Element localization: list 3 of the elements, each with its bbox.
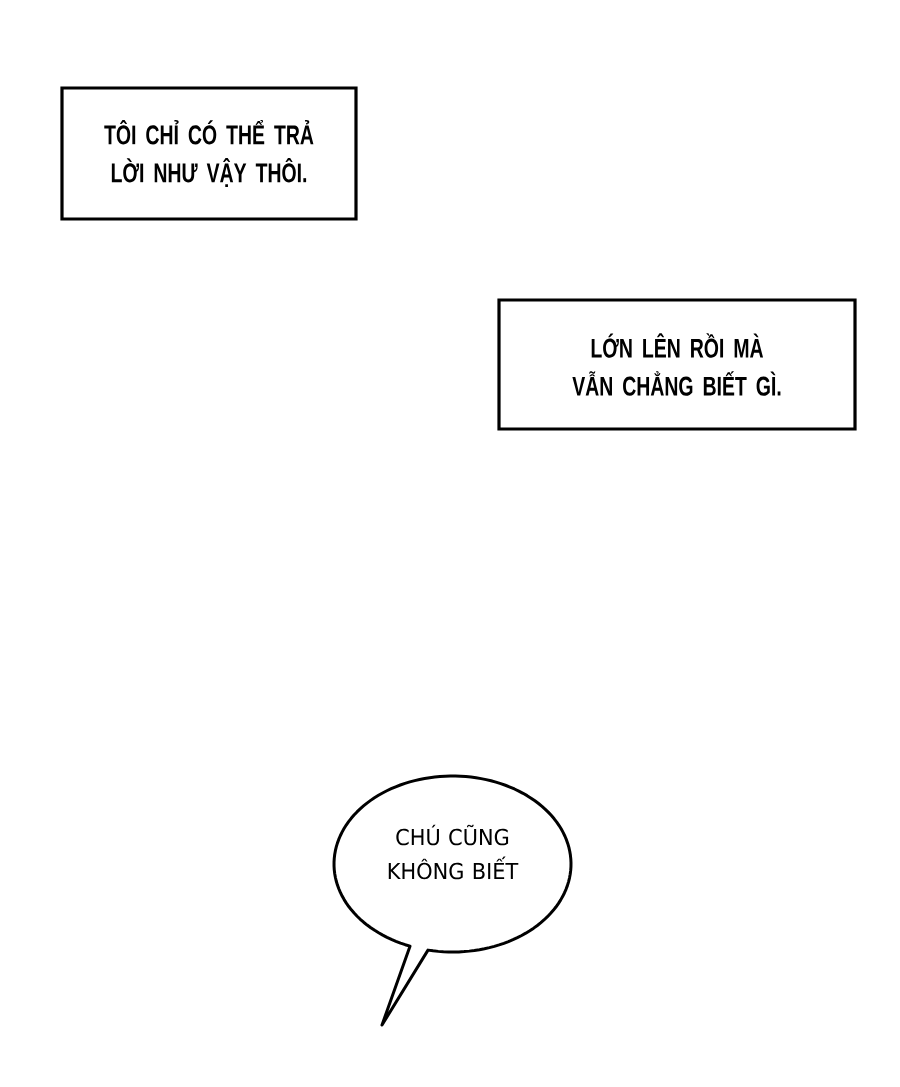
speech-bubble: CHÚ CŨNG KHÔNG BIẾT: [332, 774, 573, 1027]
caption-box: TÔI CHỈ CÓ THỂ TRẢ LỜI NHƯ VẬY THÔI.: [60, 86, 358, 221]
caption-box: LỚN LÊN RỒI MÀ VẪN CHẲNG BIẾT GÌ.: [497, 298, 857, 431]
